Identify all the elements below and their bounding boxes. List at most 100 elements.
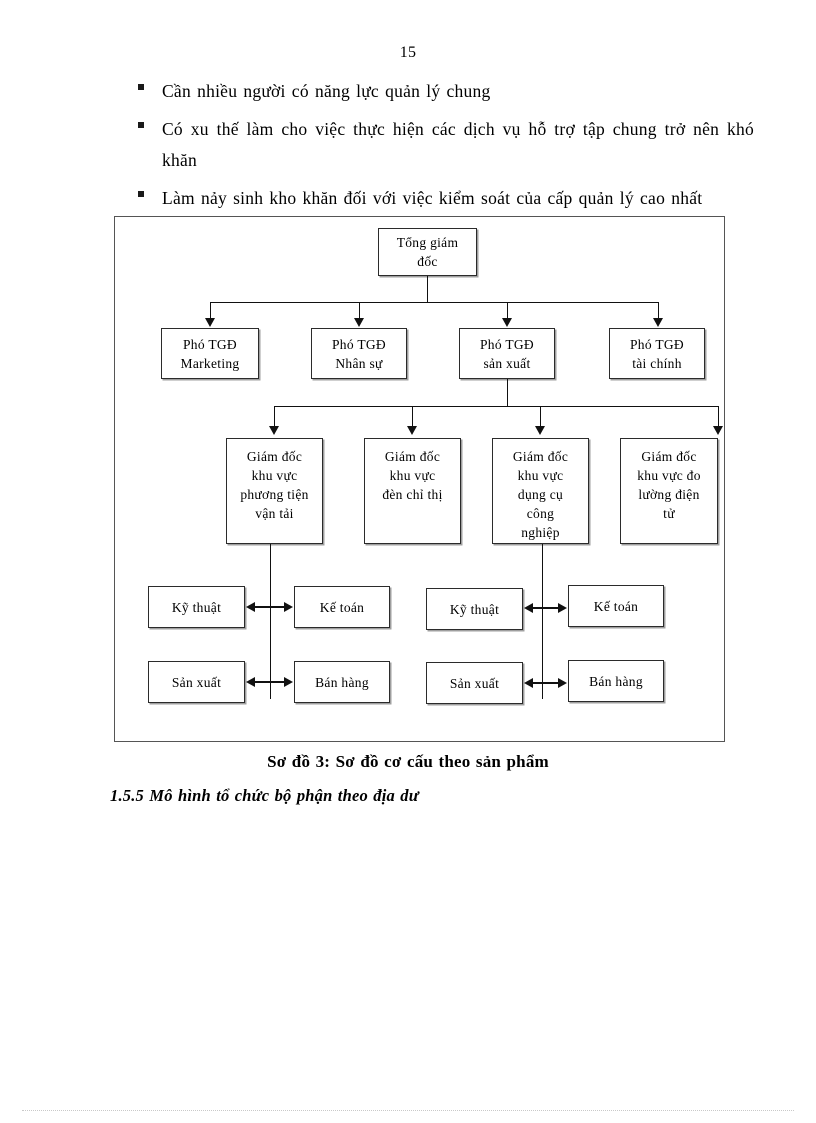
arrow-right-icon xyxy=(558,678,567,688)
node-line: khu vực xyxy=(517,468,564,483)
node-right-ky-thuat: Kỹ thuật xyxy=(426,588,523,630)
node-line: lường điện xyxy=(638,487,700,502)
node-line: phương tiện xyxy=(240,487,309,502)
node-right-san-xuat: Sản xuất xyxy=(426,662,523,704)
arrow-left-icon xyxy=(246,677,255,687)
list-item: Cần nhiều người có năng lực quản lý chun… xyxy=(138,76,752,107)
arrow-down-icon xyxy=(205,318,215,327)
node-giam-doc-dung-cu-cong-nghiep: Giám đốc khu vực dụng cụ công nghiệp xyxy=(492,438,589,544)
org-chart-diagram: Tổng giám đốc Phó TGĐ Marketing Phó TGĐ … xyxy=(114,216,725,742)
connector-left-row2 xyxy=(253,681,287,683)
connector-left-row1 xyxy=(253,606,287,608)
node-left-ke-toan: Kế toán xyxy=(294,586,390,628)
node-line: sản xuất xyxy=(483,355,531,371)
node-right-ke-toan: Kế toán xyxy=(568,585,664,627)
node-left-ky-thuat: Kỹ thuật xyxy=(148,586,245,628)
bullet-square-icon xyxy=(138,84,144,90)
connector-tier3-drop-4 xyxy=(718,406,719,427)
node-line: đèn chỉ thị xyxy=(382,487,443,502)
bullet-square-icon xyxy=(138,122,144,128)
node-giam-doc-phuong-tien-van-tai: Giám đốc khu vực phương tiện vận tải xyxy=(226,438,323,544)
arrow-down-icon xyxy=(354,318,364,327)
connector-tier3-drop-1 xyxy=(274,406,275,427)
node-line: Giám đốc xyxy=(641,449,697,464)
node-line: dụng cụ xyxy=(517,487,564,502)
node-line: Kỹ thuật xyxy=(449,601,500,617)
arrow-down-icon xyxy=(269,426,279,435)
arrow-right-icon xyxy=(284,602,293,612)
node-line: Kỹ thuật xyxy=(171,599,222,615)
node-pho-tgd-marketing: Phó TGĐ Marketing xyxy=(161,328,259,379)
node-line: vận tải xyxy=(255,506,294,521)
node-line: công xyxy=(526,506,555,521)
node-line: Tổng giám xyxy=(396,235,459,250)
arrow-left-icon xyxy=(524,678,533,688)
node-line: khu vực xyxy=(389,468,436,483)
section-heading: 1.5.5 Mô hình tổ chức bộ phận theo địa d… xyxy=(110,786,419,805)
arrow-down-icon xyxy=(653,318,663,327)
bullet-list: Cần nhiều người có năng lực quản lý chun… xyxy=(138,76,754,221)
node-pho-tgd-tai-chinh: Phó TGĐ tài chính xyxy=(609,328,705,379)
bullet-square-icon xyxy=(138,191,144,197)
figure-caption: Sơ đồ 3: Sơ đồ cơ cấu theo sản phẩm xyxy=(267,752,549,771)
node-line: Giám đốc xyxy=(246,449,303,464)
connector-tier2-drop-3 xyxy=(507,302,508,319)
node-line: Sản xuất xyxy=(171,674,222,690)
connector-root-stem xyxy=(427,276,428,302)
arrow-down-icon xyxy=(535,426,545,435)
node-line: Phó TGĐ xyxy=(183,336,237,352)
list-item-text: Cần nhiều người có năng lực quản lý chun… xyxy=(162,81,491,101)
node-line: Phó TGĐ xyxy=(630,336,684,352)
node-line: tài chính xyxy=(632,355,682,371)
arrow-right-icon xyxy=(284,677,293,687)
arrow-left-icon xyxy=(246,602,255,612)
connector-tier2-bus xyxy=(210,302,658,303)
footer-divider xyxy=(22,1110,794,1111)
connector-tier2-drop-4 xyxy=(658,302,659,319)
arrow-down-icon xyxy=(502,318,512,327)
list-item-text: Làm nảy sinh kho khăn đối với việc kiểm … xyxy=(162,188,703,208)
connector-tier2-drop-2 xyxy=(359,302,360,319)
connector-right-row2 xyxy=(531,682,561,684)
node-line: nghiệp xyxy=(521,525,560,540)
node-line: khu vực xyxy=(251,468,298,483)
node-pho-tgd-san-xuat: Phó TGĐ sản xuất xyxy=(459,328,555,379)
node-line: Phó TGĐ xyxy=(332,336,386,352)
connector-tier3-bus xyxy=(274,406,718,407)
node-line: Marketing xyxy=(180,355,240,371)
node-line: tử xyxy=(663,506,675,521)
node-right-ban-hang: Bán hàng xyxy=(568,660,664,702)
node-line: Kế toán xyxy=(319,599,365,615)
node-pho-tgd-nhan-su: Phó TGĐ Nhân sự xyxy=(311,328,407,379)
list-item: Làm nảy sinh kho khăn đối với việc kiểm … xyxy=(138,183,752,214)
node-giam-doc-den-chi-thi: Giám đốc khu vực đèn chỉ thị xyxy=(364,438,461,544)
connector-left-group-spine xyxy=(270,544,271,699)
node-line: Phó TGĐ xyxy=(480,336,534,352)
arrow-down-icon xyxy=(713,426,723,435)
arrow-right-icon xyxy=(558,603,567,613)
node-line: Giám đốc xyxy=(512,449,569,464)
node-line: Kế toán xyxy=(593,598,639,614)
node-line: Sản xuất xyxy=(449,675,500,691)
node-left-ban-hang: Bán hàng xyxy=(294,661,390,703)
node-line: Bán hàng xyxy=(315,674,369,690)
connector-right-row1 xyxy=(531,607,561,609)
node-tong-giam-doc: Tổng giám đốc xyxy=(378,228,477,276)
list-item: Có xu thế làm cho việc thực hiện các dịc… xyxy=(138,114,754,176)
node-line: Bán hàng xyxy=(589,673,643,689)
page-number: 15 xyxy=(399,44,417,61)
node-line: khu vực đo xyxy=(637,468,701,483)
connector-san-xuat-stem xyxy=(507,379,508,406)
connector-tier3-drop-3 xyxy=(540,406,541,427)
connector-tier2-drop-1 xyxy=(210,302,211,319)
node-line: Giám đốc xyxy=(384,449,441,464)
node-left-san-xuat: Sản xuất xyxy=(148,661,245,703)
node-giam-doc-do-luong-dien-tu: Giám đốc khu vực đo lường điện tử xyxy=(620,438,718,544)
node-line: Nhân sự xyxy=(335,355,383,371)
node-line: đốc xyxy=(417,254,438,269)
connector-right-group-spine xyxy=(542,544,543,699)
list-item-text: Có xu thế làm cho việc thực hiện các dịc… xyxy=(162,119,754,170)
arrow-left-icon xyxy=(524,603,533,613)
connector-tier3-drop-2 xyxy=(412,406,413,427)
